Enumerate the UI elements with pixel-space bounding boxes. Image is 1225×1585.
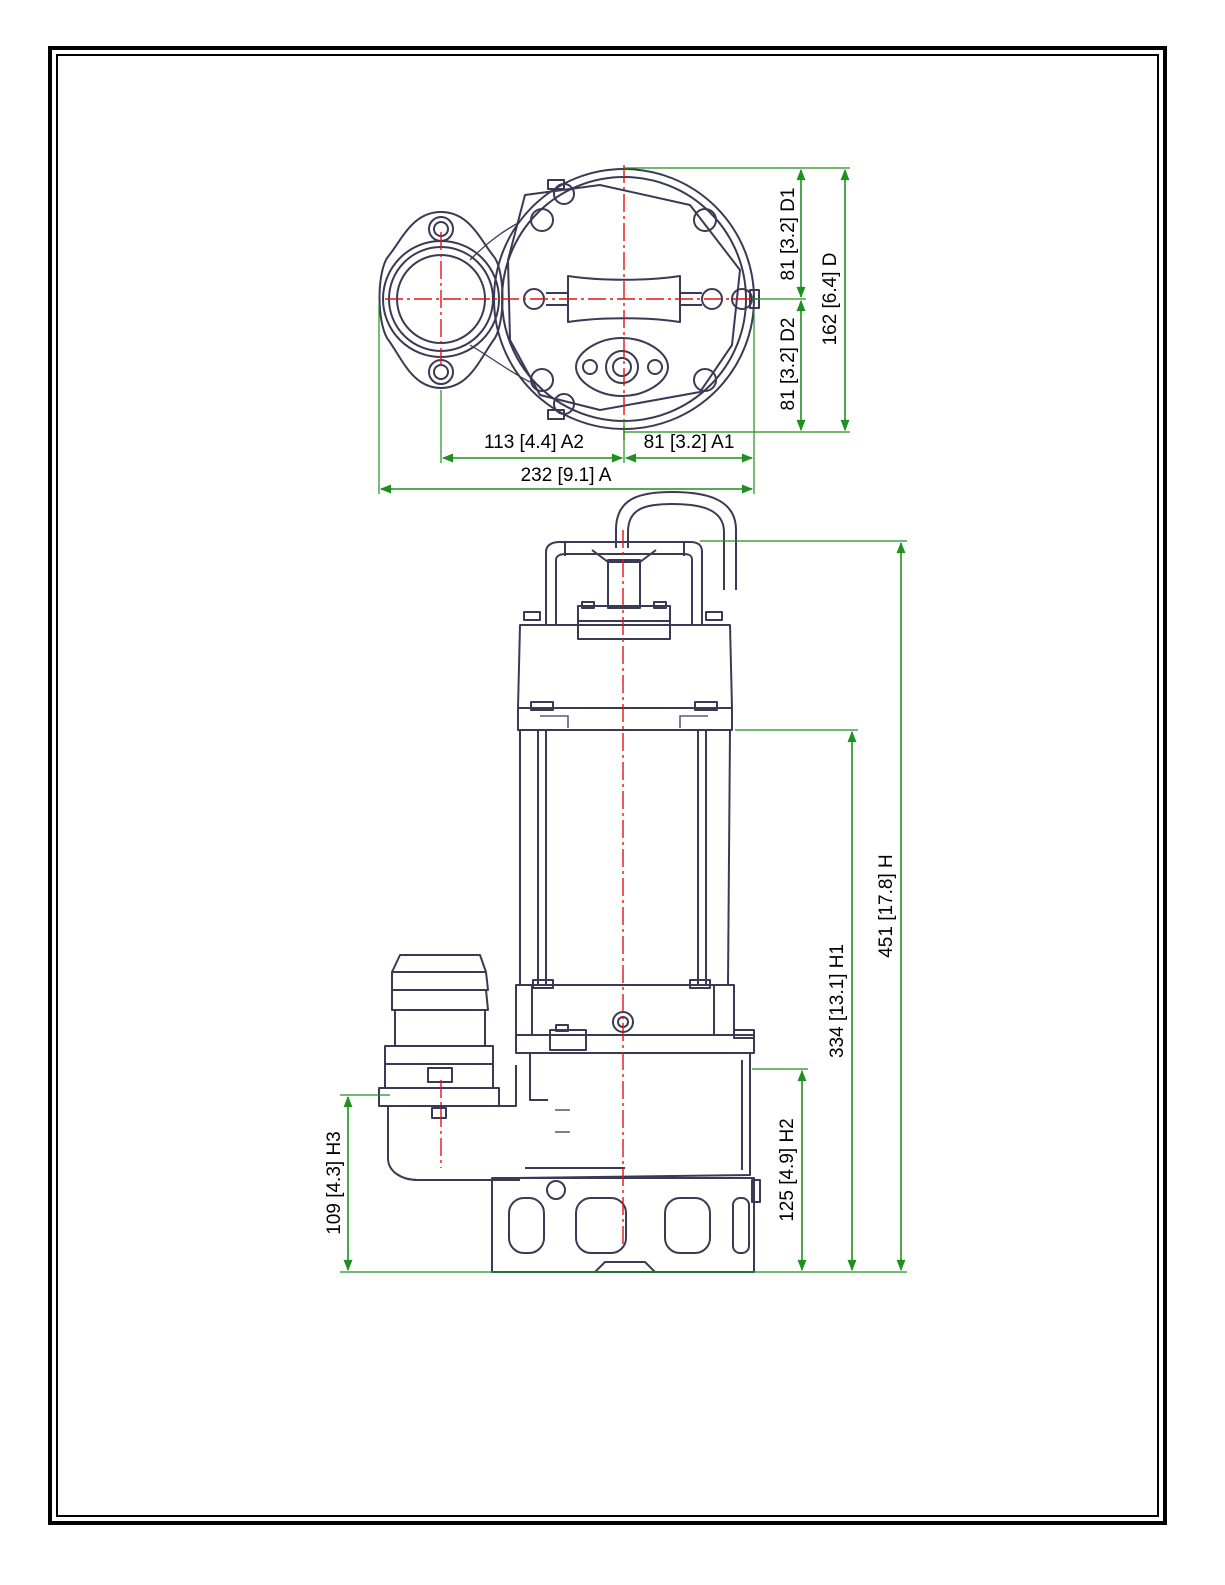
- dimension-h2-label: 125 [4.9] H2: [777, 1118, 798, 1222]
- dimension-h-label: 451 [17.8] H: [876, 854, 897, 958]
- dimension-a-label: 232 [9.1] A: [521, 465, 612, 486]
- page-frame: [50, 48, 1165, 1523]
- dimension-h3-label: 109 [4.3] H3: [324, 1131, 345, 1235]
- dimension-a1-label: 81 [3.2] A1: [644, 432, 735, 453]
- dimension-h1-label: 334 [13.1] H1: [827, 944, 848, 1058]
- dimension-a2-label: 113 [4.4] A2: [484, 432, 584, 453]
- dimension-d1-label: 81 [3.2] D1: [778, 188, 799, 281]
- dimension-labels: 81 [3.2] D1 81 [3.2] D2 162 [6.4] D 113 …: [324, 188, 897, 1235]
- side-view-centerlines: [441, 530, 623, 1245]
- pump-side-view: [379, 492, 760, 1272]
- dimension-d2-label: 81 [3.2] D2: [778, 318, 799, 411]
- dimension-d-label: 162 [6.4] D: [820, 253, 841, 346]
